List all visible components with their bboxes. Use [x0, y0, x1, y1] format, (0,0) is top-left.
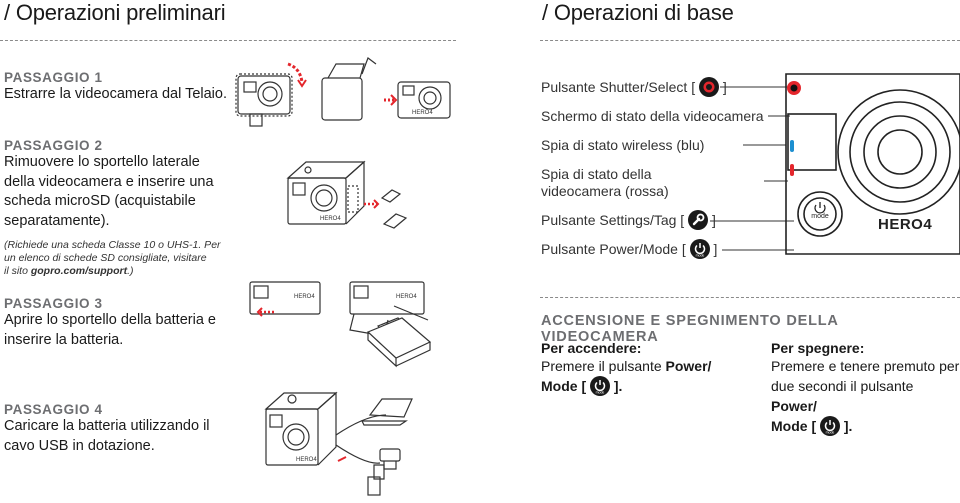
callout-status-light-line-2: videocamera (rossa) [541, 183, 669, 199]
step-2-text-line-3: scheda microSD (acquistabile [4, 193, 196, 209]
step-2-note-prefix: il sito [4, 265, 31, 277]
camera-mode-label: mode [811, 213, 829, 220]
power-icon: mode [590, 376, 610, 397]
step-1-text: Estrarre la videocamera dal Telaio. [4, 86, 227, 102]
callout-status-screen: Schermo di stato della videocamera [541, 108, 764, 124]
step-2-text-line-2: della videocamera e inserire una [4, 173, 214, 190]
right-section-title: / Operazioni di base [542, 0, 734, 25]
power-off-line-3: Mode [ mode ]. [771, 416, 960, 437]
power-on-line-1: Premere il pulsante Power/ [541, 356, 751, 376]
power-on-line-2-bold: Mode [ [541, 378, 587, 394]
power-off-line-3-end: ]. [843, 418, 853, 434]
right-mid-rule [540, 297, 960, 298]
step-2: PASSAGGIO 2 Rimuovere lo sportello later… [4, 138, 239, 278]
callout-power: Pulsante Power/Mode [ mode ] [541, 239, 717, 260]
callout-settings-text: Pulsante Settings/Tag [ [541, 212, 685, 228]
step-3-text-line-1: Aprire lo sportello della batteria e [4, 312, 216, 328]
left-section-title: / Operazioni preliminari [4, 0, 226, 25]
step-2-illustration: HERO4 [286, 160, 408, 229]
right-header-rule [540, 40, 960, 41]
svg-text:HERO4: HERO4 [296, 457, 317, 463]
svg-text:HERO4: HERO4 [294, 294, 315, 300]
power-off-block: Per spegnere: Premere e tenere premuto p… [771, 340, 960, 437]
wrench-icon [688, 210, 709, 231]
camera-front-illustration: mode HERO4 [710, 73, 960, 255]
power-on-line-1-text: Premere il pulsante [541, 358, 666, 374]
step-3-label: PASSAGGIO 3 [4, 296, 103, 311]
support-link[interactable]: gopro.com/support [30, 265, 128, 277]
step-2-text-line-1: Rimuovere lo sportello laterale [4, 154, 200, 170]
hero4-brand: HERO4 [878, 216, 932, 233]
power-on-line-2-end: ]. [613, 378, 623, 394]
step-2-text-line-4: separatamente). [4, 212, 110, 229]
step-2-note-suffix: .) [127, 265, 134, 277]
svg-text:mode: mode [596, 391, 605, 395]
power-section-title: ACCENSIONE E SPEGNIMENTO DELLA VIDEOCAME… [541, 313, 839, 345]
svg-text:HERO4: HERO4 [412, 110, 433, 116]
power-off-line-2-text: due secondi il pulsante [771, 378, 914, 394]
step-1-label: PASSAGGIO 1 [4, 70, 103, 85]
step-4-text-line-2: cavo USB in dotazione. [4, 437, 155, 454]
callout-shutter-text: Pulsante Shutter/Select [ [541, 79, 696, 95]
step-3-illustration: HERO4 HERO4 [249, 281, 432, 368]
callout-status-light-line-1: Spia di stato della [541, 166, 652, 182]
power-on-heading: Per accendere: [541, 340, 642, 356]
power-on-block: Per accendere: Premere il pulsante Power… [541, 340, 751, 397]
svg-text:mode: mode [695, 254, 704, 258]
callout-settings-end: ] [711, 212, 716, 228]
callout-settings: Pulsante Settings/Tag [ ] [541, 210, 716, 231]
step-2-note-line-2: un elenco di schede SD consigliate, visi… [4, 252, 207, 264]
step-1: PASSAGGIO 1 Estrarre la videocamera dal … [4, 70, 234, 105]
callout-shutter: Pulsante Shutter/Select [ ] [541, 77, 727, 98]
power-off-line-1: Premere e tenere premuto per [771, 358, 960, 374]
step-1-illustration: HERO4 [235, 57, 451, 127]
power-off-line-2-bold: Power/ [771, 398, 817, 414]
step-3-text-line-2: inserire la batteria. [4, 331, 124, 348]
step-4-text-line-1: Caricare la batteria utilizzando il [4, 418, 210, 434]
step-4-label: PASSAGGIO 4 [4, 402, 103, 417]
power-icon: mode [689, 239, 710, 260]
svg-text:HERO4: HERO4 [396, 294, 417, 300]
callout-wireless-light: Spia di stato wireless (blu) [541, 137, 705, 153]
svg-text:mode: mode [826, 431, 835, 435]
step-4: PASSAGGIO 4 Caricare la batteria utilizz… [4, 402, 239, 456]
power-off-heading: Per spegnere: [771, 340, 865, 356]
shutter-icon [698, 77, 719, 98]
step-3: PASSAGGIO 3 Aprire lo sportello della ba… [4, 296, 239, 350]
step-4-illustration: HERO4 [264, 391, 413, 496]
left-header-rule [0, 40, 456, 41]
svg-text:HERO4: HERO4 [320, 216, 341, 222]
step-2-note-line-1: (Richiede una scheda Classe 10 o UHS-1. … [4, 239, 221, 251]
power-on-line-1-bold: Power/ [665, 358, 712, 374]
callout-power-end: ] [713, 241, 718, 257]
power-icon: mode [820, 416, 840, 437]
step-2-label: PASSAGGIO 2 [4, 138, 103, 153]
power-on-line-2: Mode [ mode ]. [541, 376, 751, 397]
power-off-line-2: due secondi il pulsante Power/ [771, 376, 960, 416]
step-2-note-line-3: il sito gopro.com/support.) [4, 265, 239, 278]
callout-power-text: Pulsante Power/Mode [ [541, 241, 686, 257]
power-off-line-3-bold: Mode [ [771, 418, 817, 434]
